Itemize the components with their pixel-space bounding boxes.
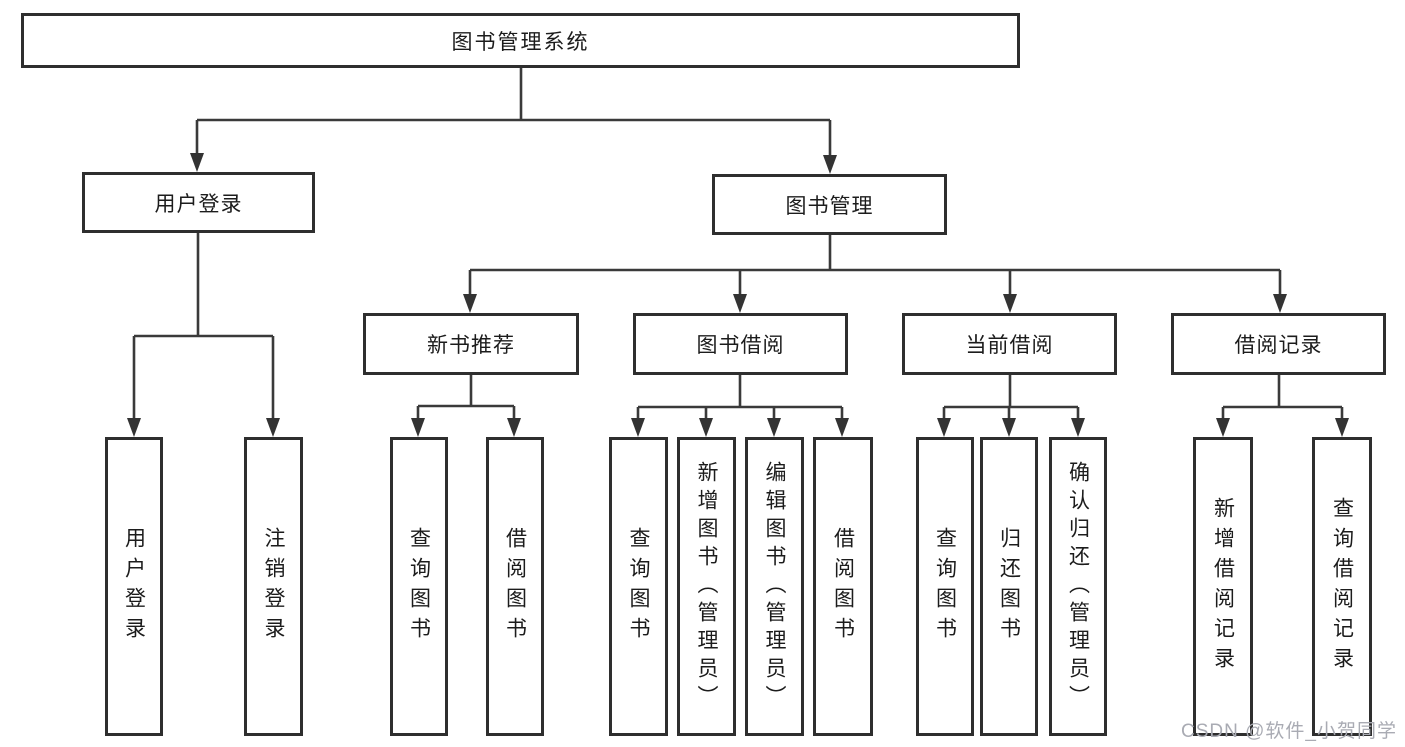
node-book-management-branch: 图书管理 bbox=[712, 174, 947, 235]
node-label: 图书管理 bbox=[785, 194, 874, 218]
node-label: 注销登录 bbox=[262, 526, 285, 647]
node-label: 归还图书 bbox=[997, 526, 1021, 647]
leaf-return-books: 归还图书 bbox=[980, 437, 1038, 736]
node-current-borrowing: 当前借阅 bbox=[902, 313, 1117, 375]
leaf-query-books-2: 查询图书 bbox=[609, 437, 668, 736]
node-label: 借阅记录 bbox=[1234, 334, 1323, 357]
leaf-add-borrow-record: 新增借阅记录 bbox=[1193, 437, 1253, 736]
node-label: 查询借阅记录 bbox=[1330, 496, 1354, 677]
leaf-add-books-admin: 新增图书（管理员） bbox=[677, 437, 736, 736]
node-library-management-system: 图书管理系统 bbox=[21, 13, 1020, 68]
node-label: 编辑图书（管理员） bbox=[763, 460, 786, 713]
node-label: 确认归还（管理员） bbox=[1066, 460, 1090, 713]
node-borrowing-records: 借阅记录 bbox=[1171, 313, 1386, 375]
node-label: 当前借阅 bbox=[965, 334, 1054, 357]
node-book-borrowing: 图书借阅 bbox=[633, 313, 848, 375]
node-label: 用户登录 bbox=[154, 192, 243, 216]
leaf-query-borrow-record: 查询借阅记录 bbox=[1312, 437, 1372, 736]
node-label: 新增图书（管理员） bbox=[695, 460, 718, 713]
node-label: 图书管理系统 bbox=[451, 30, 590, 54]
node-label: 图书借阅 bbox=[696, 334, 785, 357]
arrowheads bbox=[127, 153, 1349, 437]
leaf-borrow-books-1: 借阅图书 bbox=[486, 437, 544, 736]
node-label: 用户登录 bbox=[122, 526, 146, 647]
node-new-book-recommendation: 新书推荐 bbox=[363, 313, 579, 375]
node-user-login-branch: 用户登录 bbox=[82, 172, 315, 233]
node-label: 查询图书 bbox=[933, 526, 957, 647]
csdn-watermark: CSDN @软件_小贺同学 bbox=[1181, 721, 1397, 742]
leaf-confirm-return-admin: 确认归还（管理员） bbox=[1049, 437, 1107, 736]
leaf-query-books-3: 查询图书 bbox=[916, 437, 974, 736]
leaf-user-login: 用户登录 bbox=[105, 437, 163, 736]
leaf-query-books-1: 查询图书 bbox=[390, 437, 448, 736]
node-label: 新增借阅记录 bbox=[1211, 496, 1235, 677]
leaf-edit-books-admin: 编辑图书（管理员） bbox=[745, 437, 804, 736]
node-label: 借阅图书 bbox=[831, 526, 855, 647]
node-label: 新书推荐 bbox=[427, 334, 515, 357]
leaf-logout: 注销登录 bbox=[244, 437, 303, 736]
node-label: 查询图书 bbox=[627, 526, 650, 647]
node-label: 借阅图书 bbox=[503, 526, 527, 647]
leaf-borrow-books-2: 借阅图书 bbox=[813, 437, 873, 736]
node-label: 查询图书 bbox=[407, 526, 431, 647]
